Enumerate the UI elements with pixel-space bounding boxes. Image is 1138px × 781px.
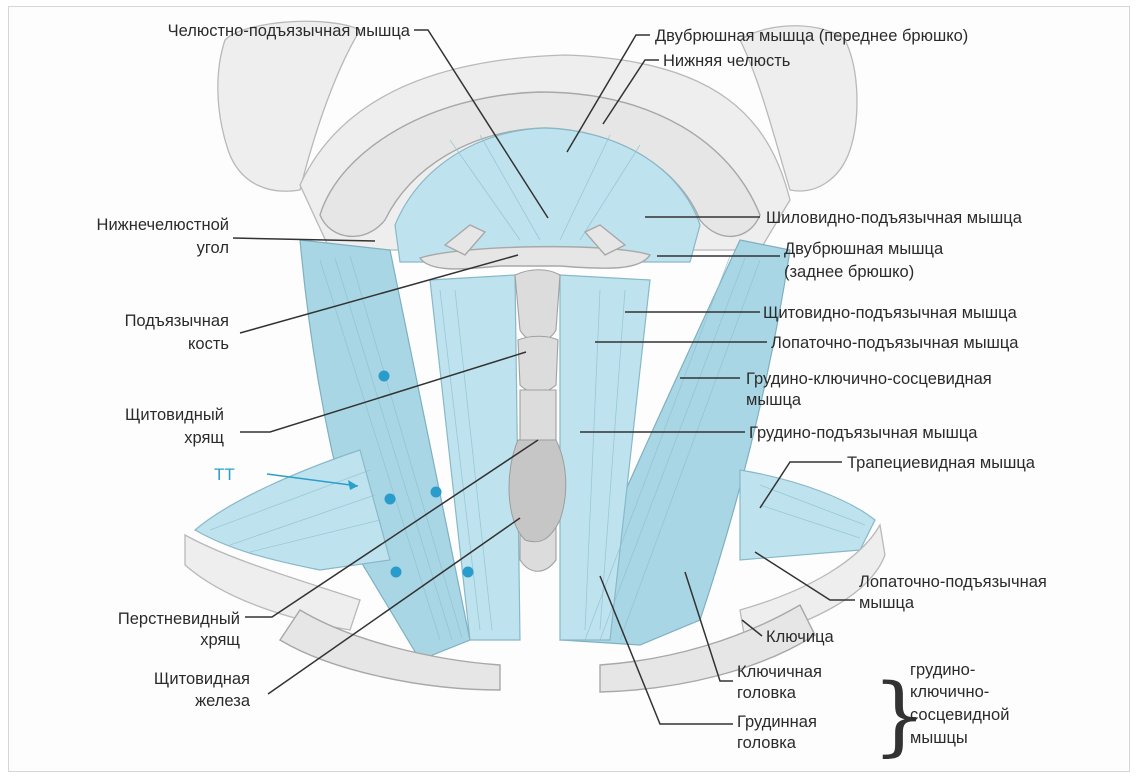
label-thyroid-gland-line2: железа: [195, 692, 251, 710]
leader-tt: [266, 473, 359, 487]
label-scm-group-line4: мышцы: [910, 729, 968, 747]
leader-thyroid-gland: [267, 517, 521, 695]
larynx: [508, 269, 567, 572]
leader-mandible-angle: [232, 237, 376, 242]
clavicles: [184, 523, 886, 693]
leader-clavicular-head: [684, 571, 733, 682]
label-mandible-angle-line2: угол: [197, 239, 229, 257]
label-digastric-anterior: Двубрюшная мышца (переднее брюшко): [655, 27, 968, 45]
label-cricoid-line1: Перстневидный: [118, 610, 240, 628]
label-clavicular-head-line1: Ключичная: [737, 663, 822, 681]
trigger-point: [384, 493, 396, 505]
leader-sternal-head: [599, 575, 733, 725]
label-cricoid-line2: хрящ: [200, 631, 240, 649]
label-mandible-angle-line1: Нижнечелюстной: [97, 216, 229, 234]
label-mandible: Нижняя челюсть: [663, 52, 790, 70]
trigger-point: [462, 566, 474, 578]
label-sternal-head-line1: Грудинная: [737, 713, 817, 731]
label-omohyoid-lower-line2: мышца: [859, 594, 915, 612]
leader-clavicle: [741, 619, 763, 637]
trigger-point: [430, 486, 442, 498]
label-thyroid-cartilage-line1: Щитовидный: [125, 406, 224, 424]
leader-hyoid: [239, 254, 519, 334]
neck-muscles: [193, 127, 876, 661]
label-digastric-posterior-line1: Двубрюшная мышца: [784, 240, 944, 258]
brace: }: [872, 666, 927, 766]
label-scm-line1: Грудино-ключично-сосцевидная: [746, 370, 992, 388]
label-mylohyoid: Челюстно-подъязычная мышца: [168, 22, 411, 40]
mandible-bone: [319, 91, 761, 237]
label-clavicular-head-line2: головка: [737, 684, 797, 702]
leader-cricoid: [245, 439, 539, 618]
label-hyoid-line2: кость: [188, 335, 229, 353]
tt-arrowhead: [348, 480, 358, 490]
leader-mylohyoid: [414, 29, 549, 219]
label-omohyoid-upper: Лопаточно-подъязычная мышца: [771, 334, 1019, 352]
trigger-point: [378, 370, 390, 382]
label-trapezius: Трапециевидная мышца: [847, 454, 1036, 472]
label-sternohyoid: Грудино-подъязычная мышца: [749, 424, 978, 442]
label-thyroid-gland-line1: Щитовидная: [154, 670, 250, 688]
leader-mandible: [602, 59, 659, 125]
label-scm-line2: мышца: [746, 391, 802, 409]
trigger-points: [378, 370, 474, 578]
label-hyoid-line1: Подъязычная: [125, 312, 229, 330]
leader-lines: [232, 29, 855, 725]
label-stylohyoid: Шиловидно-подъязычная мышца: [766, 209, 1023, 227]
label-sternal-head-line2: головка: [737, 734, 797, 752]
leader-omohyoid-lower: [754, 551, 855, 601]
leader-trapezius: [759, 461, 842, 509]
label-tt: ТТ: [214, 465, 235, 484]
label-scm-group-line3: сосцевидной: [910, 706, 1009, 724]
trigger-point: [390, 566, 402, 578]
label-thyrohyoid: Щитовидно-подъязычная мышца: [763, 304, 1018, 322]
hyoid-bone: [418, 224, 652, 270]
label-scm-group-line1: грудино-: [910, 661, 975, 679]
label-scm-group-line2: ключично-: [910, 683, 989, 701]
leader-digastric-anterior: [566, 34, 650, 153]
labels: Челюстно-подъязычная мышца Двубрюшная мы…: [97, 22, 1047, 766]
label-digastric-posterior-line2: (заднее брюшко): [784, 263, 914, 281]
label-clavicle: Ключица: [766, 628, 835, 646]
leader-thyroid-cartilage: [240, 351, 527, 433]
label-thyroid-cartilage-line2: хрящ: [184, 429, 224, 447]
label-omohyoid-lower-line1: Лопаточно-подъязычная: [859, 573, 1047, 591]
